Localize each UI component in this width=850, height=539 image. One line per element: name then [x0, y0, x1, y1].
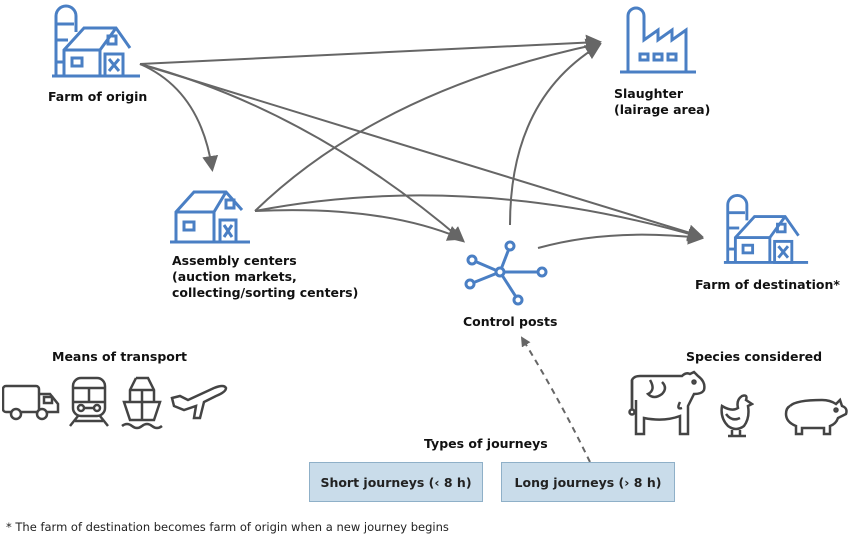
cow-icon	[628, 370, 706, 436]
arrow-assembly-to-slaughter	[254, 38, 602, 212]
control-posts-icon	[464, 240, 548, 306]
farm-origin-label: Farm of origin	[48, 89, 148, 104]
species-title: Species considered	[686, 349, 823, 364]
airplane-icon	[170, 384, 228, 420]
assembly-barn-icon	[170, 190, 250, 244]
farm-destination-icon	[723, 194, 809, 264]
footnote: * The farm of destination becomes farm o…	[6, 520, 449, 534]
chicken-icon	[720, 394, 754, 438]
factory-icon	[620, 6, 696, 74]
arrow-origin-to-slaughter	[139, 34, 602, 65]
arrow-origin-to-assembly	[139, 63, 219, 172]
farm-origin-icon	[52, 4, 140, 78]
assembly-label: Assembly centers (auction markets, colle…	[172, 253, 359, 300]
arrow-control-to-destination	[537, 228, 704, 249]
long-journeys-box: Long journeys (› 8 h)	[501, 462, 675, 502]
arrow-assembly-to-control	[254, 209, 464, 241]
short-journeys-box: Short journeys (‹ 8 h)	[309, 462, 483, 502]
transport-title: Means of transport	[52, 349, 188, 364]
pig-icon	[784, 397, 848, 436]
control-posts-label: Control posts	[463, 314, 558, 329]
journeys-title: Types of journeys	[424, 436, 548, 451]
arrow-long-to-control	[520, 336, 591, 463]
arrow-origin-to-destination	[139, 63, 704, 241]
slaughter-label: Slaughter (lairage area)	[614, 86, 711, 117]
train-icon	[69, 376, 109, 427]
ship-icon	[121, 376, 163, 430]
arrow-control-to-slaughter	[509, 43, 602, 226]
truck-icon	[2, 384, 60, 421]
farm-destination-label: Farm of destination*	[695, 277, 840, 292]
arrow-assembly-to-destination	[254, 194, 704, 242]
